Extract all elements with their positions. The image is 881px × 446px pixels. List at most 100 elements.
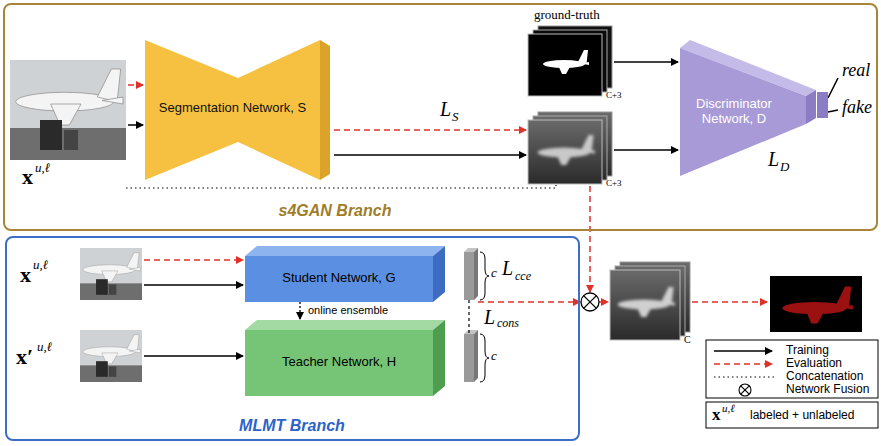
discriminator-network: Discriminator Network, D <box>680 38 820 178</box>
output-bars-part <box>474 248 478 300</box>
superscript: u,ℓ <box>37 340 52 355</box>
teacher-network: Teacher Network, H <box>245 320 445 396</box>
concatenation-line <box>126 185 556 188</box>
output-class: fake <box>842 97 872 118</box>
discriminator-network-shape-part <box>680 48 806 176</box>
input-symbol: x′ <box>16 344 33 369</box>
evaluation-arrows-part <box>599 301 608 303</box>
student-network-shape-part <box>245 256 433 302</box>
subscript: cce <box>515 270 531 284</box>
node-text: MLMT Branch <box>192 417 392 435</box>
output-bars-part <box>468 300 469 334</box>
training-arrows-part <box>828 78 838 98</box>
output-bars-part <box>464 334 474 382</box>
legend-box-part <box>741 386 749 394</box>
legend-box-part <box>714 376 776 377</box>
superscript: u,ℓ <box>35 161 50 176</box>
superscript: u,ℓ <box>33 258 48 273</box>
student-network-shape-part <box>245 246 445 256</box>
channel-count: C <box>684 334 691 346</box>
evaluation-arrows-part <box>589 186 591 292</box>
training-arrows-part <box>334 154 526 156</box>
legend-box <box>706 340 878 428</box>
evaluation-arrows-part <box>144 259 243 261</box>
legend-text: Evaluation <box>786 357 842 370</box>
discriminator-output-box <box>817 92 828 118</box>
training-arrows-part <box>828 110 838 112</box>
channel-count: C+3 <box>606 90 622 100</box>
legend-text: Network Fusion <box>786 383 869 396</box>
legend-box-part <box>741 386 749 394</box>
node-text: Discriminator Network, D <box>684 96 784 130</box>
evaluation-arrows-part <box>478 301 580 303</box>
fused-output-stack <box>610 262 690 340</box>
superscript: u,ℓ <box>722 402 735 415</box>
fusion-symbol <box>581 293 599 311</box>
subscript: S <box>452 110 459 125</box>
node-text: Teacher Network, H <box>245 355 433 370</box>
ground-truth-stack-part <box>543 50 589 74</box>
fusion-symbol-part <box>584 296 597 309</box>
node-text: Student Network, G <box>245 271 433 286</box>
input-symbol: x <box>20 262 31 287</box>
loss-symbol: L <box>484 306 495 329</box>
evaluation-arrows-part <box>692 301 767 303</box>
subscript: cons <box>497 317 519 331</box>
input-photo <box>10 60 142 382</box>
node-text: s4GAN Branch <box>235 202 435 220</box>
ground-truth-stack <box>528 26 612 96</box>
output-bars-part <box>474 330 478 382</box>
training-arrows-part <box>144 284 243 286</box>
evaluation-arrows-part <box>128 84 143 86</box>
training-arrows-part <box>144 355 243 357</box>
student-network: Student Network, G <box>245 246 445 302</box>
teacher-network-shape-part <box>433 320 445 396</box>
input-photo-part <box>80 248 142 300</box>
evaluation-arrows-part <box>334 129 526 131</box>
input-photo-part <box>80 330 142 382</box>
output-bars-part <box>480 334 489 382</box>
student-network-shape-part <box>433 246 445 302</box>
image-caption: ground-truth <box>534 8 600 23</box>
loss-symbol: L <box>502 257 513 280</box>
output-bars-part <box>464 252 474 300</box>
training-arrows <box>128 62 838 356</box>
segmentation-network-shape-part <box>145 40 320 180</box>
training-arrows-part <box>128 124 143 126</box>
channel-count: C+3 <box>606 178 622 188</box>
legend-text: Concatenation <box>786 370 863 383</box>
legend-text: Training <box>786 344 829 357</box>
legend-box-part <box>714 363 772 365</box>
edge-label: online ensemble <box>308 304 388 317</box>
fusion-symbol-part <box>581 293 599 311</box>
input-symbol: x <box>712 405 721 425</box>
subscript: D <box>780 160 789 175</box>
segmentation-network-shape-part <box>320 40 330 180</box>
legend-box-part <box>714 350 772 352</box>
fused-output-stack-part <box>610 270 680 340</box>
legend-text: labeled + unlabeled <box>750 409 854 422</box>
output-bars-part <box>480 252 489 300</box>
teacher-network-shape-part <box>245 320 445 330</box>
loss-symbol: L <box>440 98 451 121</box>
segmentation-network: Segmentation Network, S <box>145 38 332 182</box>
output-class: real <box>842 60 870 81</box>
loss-symbol: L <box>768 148 779 171</box>
channel-count: c <box>491 266 497 281</box>
legend-box-part <box>706 340 878 398</box>
connector <box>299 302 300 319</box>
teacher-network-shape-part <box>245 330 433 396</box>
prediction-stack-part <box>528 120 602 184</box>
final-segmentation-part <box>782 287 853 324</box>
discriminator-network-shape-part <box>806 90 816 124</box>
training-arrows-part <box>614 61 678 63</box>
legend-box-part <box>739 384 751 396</box>
node-text: Segmentation Network, S <box>145 101 320 116</box>
legend-box-part <box>706 402 878 428</box>
training-arrows-part <box>614 149 678 151</box>
final-segmentation-part <box>770 276 862 332</box>
final-segmentation <box>770 276 862 332</box>
prediction-stack-part <box>538 135 595 165</box>
discriminator-output-box-part <box>817 92 828 118</box>
